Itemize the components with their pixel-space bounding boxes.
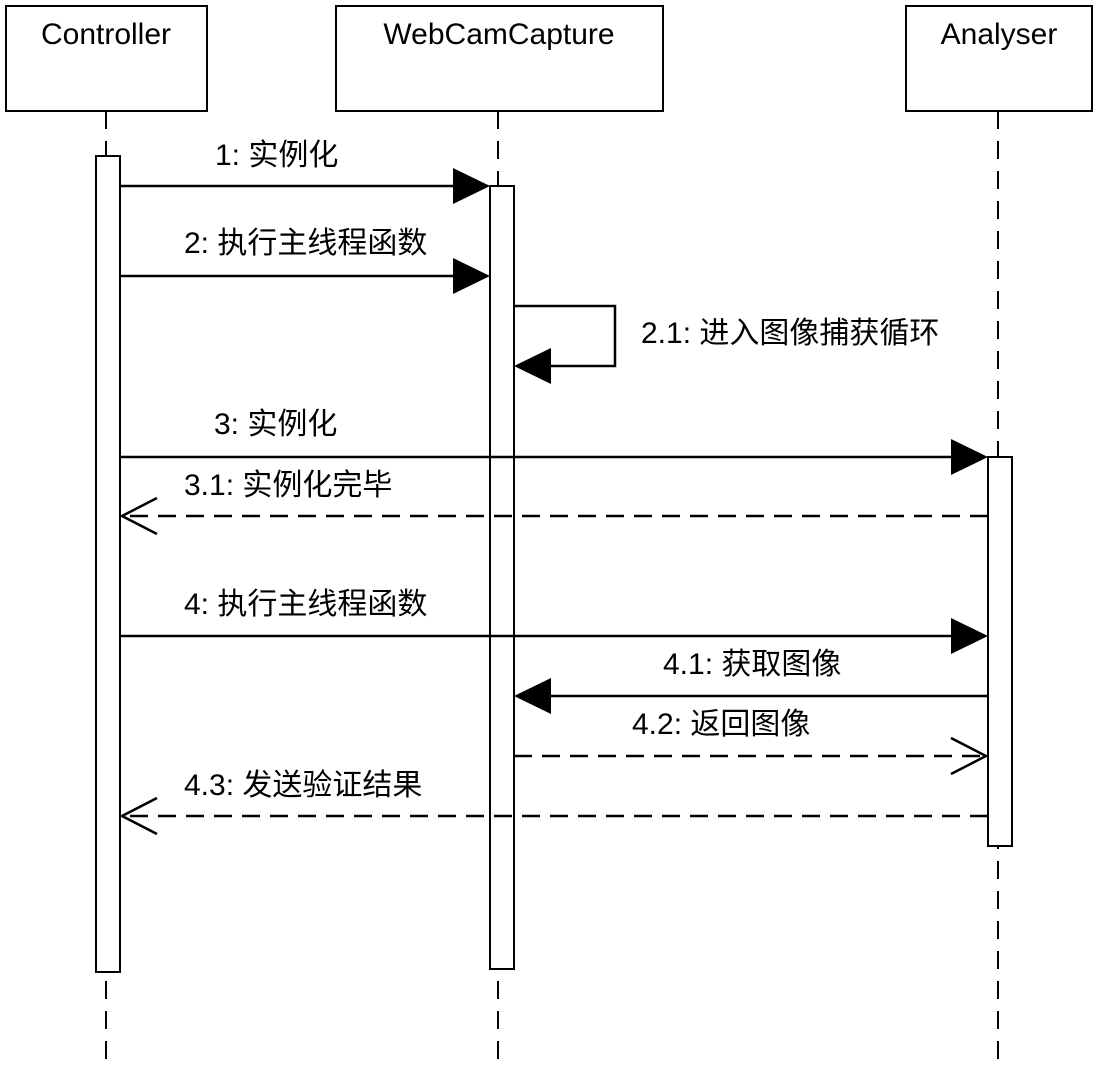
participant-label-webcam: WebCamCapture bbox=[383, 18, 614, 51]
activation-analyser bbox=[987, 456, 1013, 847]
message-3: 3: 实例化 bbox=[120, 408, 988, 475]
activation-webcam bbox=[489, 185, 515, 970]
participant-analyser: Analyser bbox=[905, 5, 1093, 1060]
message-3-label: 3: 实例化 bbox=[214, 408, 337, 441]
message-3-1-arrowhead bbox=[119, 496, 158, 536]
message-4-label: 4: 执行主线程函数 bbox=[184, 588, 427, 621]
message-2-1-arrowhead bbox=[514, 348, 551, 384]
message-2-1: 2.1: 进入图像捕获循环 bbox=[514, 304, 939, 384]
participant-controller: Controller bbox=[5, 5, 208, 1060]
message-4-1: 4.1: 获取图像 bbox=[514, 648, 988, 714]
message-2-1-label: 2.1: 进入图像捕获循环 bbox=[641, 317, 939, 350]
message-4-arrowhead bbox=[951, 618, 988, 654]
message-3-1-label: 3.1: 实例化完毕 bbox=[184, 469, 392, 502]
message-2-1-line bbox=[514, 304, 617, 368]
message-4-2-label: 4.2: 返回图像 bbox=[632, 708, 810, 741]
message-1-label: 1: 实例化 bbox=[215, 139, 338, 172]
message-4: 4: 执行主线程函数 bbox=[120, 588, 988, 654]
message-2: 2: 执行主线程函数 bbox=[120, 227, 490, 294]
message-4-1-arrowhead bbox=[514, 678, 551, 714]
message-4-3: 4.3: 发送验证结果 bbox=[119, 769, 988, 836]
message-3-1: 3.1: 实例化完毕 bbox=[119, 469, 988, 536]
participant-box-controller bbox=[5, 5, 208, 112]
message-1-arrowhead bbox=[453, 168, 490, 204]
participant-label-analyser: Analyser bbox=[941, 18, 1058, 51]
message-1: 1: 实例化 bbox=[120, 139, 490, 204]
message-3-arrowhead bbox=[951, 439, 988, 475]
participant-box-webcam bbox=[335, 5, 664, 112]
activation-controller bbox=[95, 155, 121, 973]
message-2-arrowhead bbox=[453, 258, 490, 294]
participant-webcam: WebCamCapture bbox=[335, 5, 664, 1060]
message-4-2-arrowhead bbox=[950, 736, 989, 776]
message-4-3-label: 4.3: 发送验证结果 bbox=[184, 769, 422, 802]
message-4-2: 4.2: 返回图像 bbox=[514, 708, 989, 776]
message-4-1-label: 4.1: 获取图像 bbox=[663, 648, 841, 681]
participant-label-controller: Controller bbox=[41, 18, 171, 51]
participant-box-analyser bbox=[905, 5, 1093, 112]
message-2-label: 2: 执行主线程函数 bbox=[184, 227, 427, 260]
message-4-3-arrowhead bbox=[119, 796, 158, 836]
